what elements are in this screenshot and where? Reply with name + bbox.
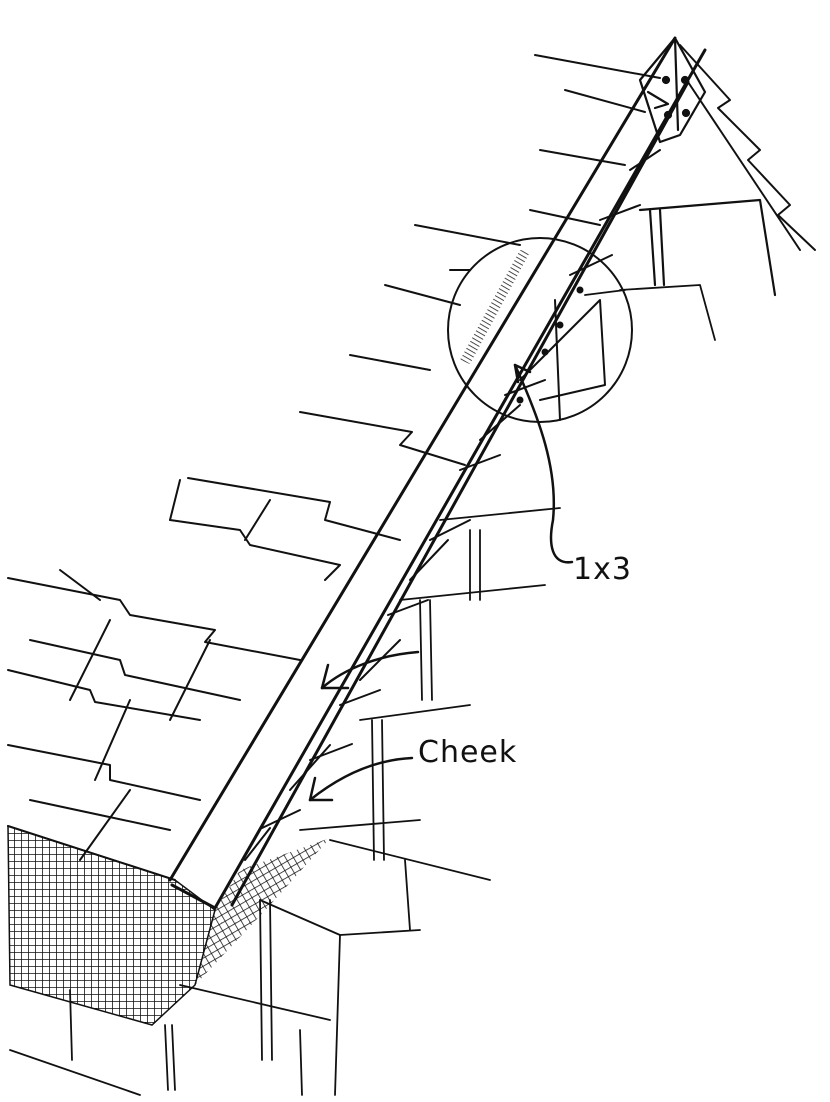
label-cheek: Cheek <box>418 735 518 770</box>
rake-board-arrow-icon <box>320 650 420 690</box>
peak-arrow-icon <box>646 90 670 110</box>
trim-leader-icon <box>513 363 574 564</box>
rake-shadow-strip <box>460 250 530 364</box>
cap-shingles <box>244 44 816 861</box>
callout-arrows <box>308 363 574 802</box>
roof-shingles <box>7 54 661 881</box>
eave-shadow <box>7 824 330 1026</box>
cheek-wall-siding <box>9 284 716 1096</box>
peak-detail <box>638 36 777 297</box>
detail-callout-circle <box>447 237 633 423</box>
cheek-arrow-icon <box>308 756 414 802</box>
label-1x3: 1x3 <box>573 552 632 587</box>
rake-board-lines <box>168 36 707 910</box>
